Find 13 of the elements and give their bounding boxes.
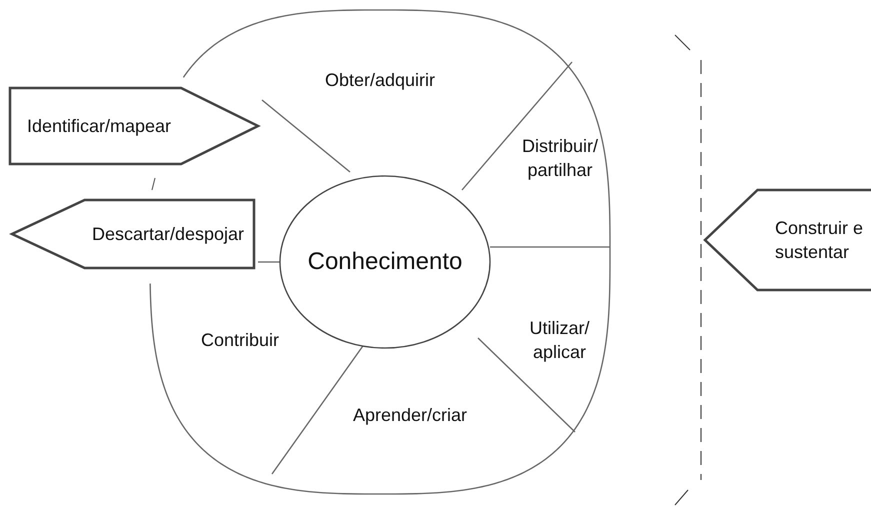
segment-label: Utilizar/ aplicar <box>528 317 590 364</box>
arrow-shape <box>10 88 258 164</box>
segment-label: Contribuir <box>200 329 280 352</box>
arrow-label: Descartar/despojar <box>92 223 244 246</box>
core-ellipse <box>280 176 490 348</box>
arrow-label: Construir e sustentar <box>775 217 864 264</box>
arrow-label: Identificar/mapear <box>26 115 172 138</box>
arrow-shape <box>705 190 871 290</box>
segment-label: Obter/adquirir <box>324 69 436 92</box>
arrow-shape <box>12 200 254 268</box>
segment-label: Distribuir/ partilhar <box>520 135 599 182</box>
segment-label: Aprender/criar <box>352 404 468 427</box>
core-label: Conhecimento <box>308 247 462 277</box>
